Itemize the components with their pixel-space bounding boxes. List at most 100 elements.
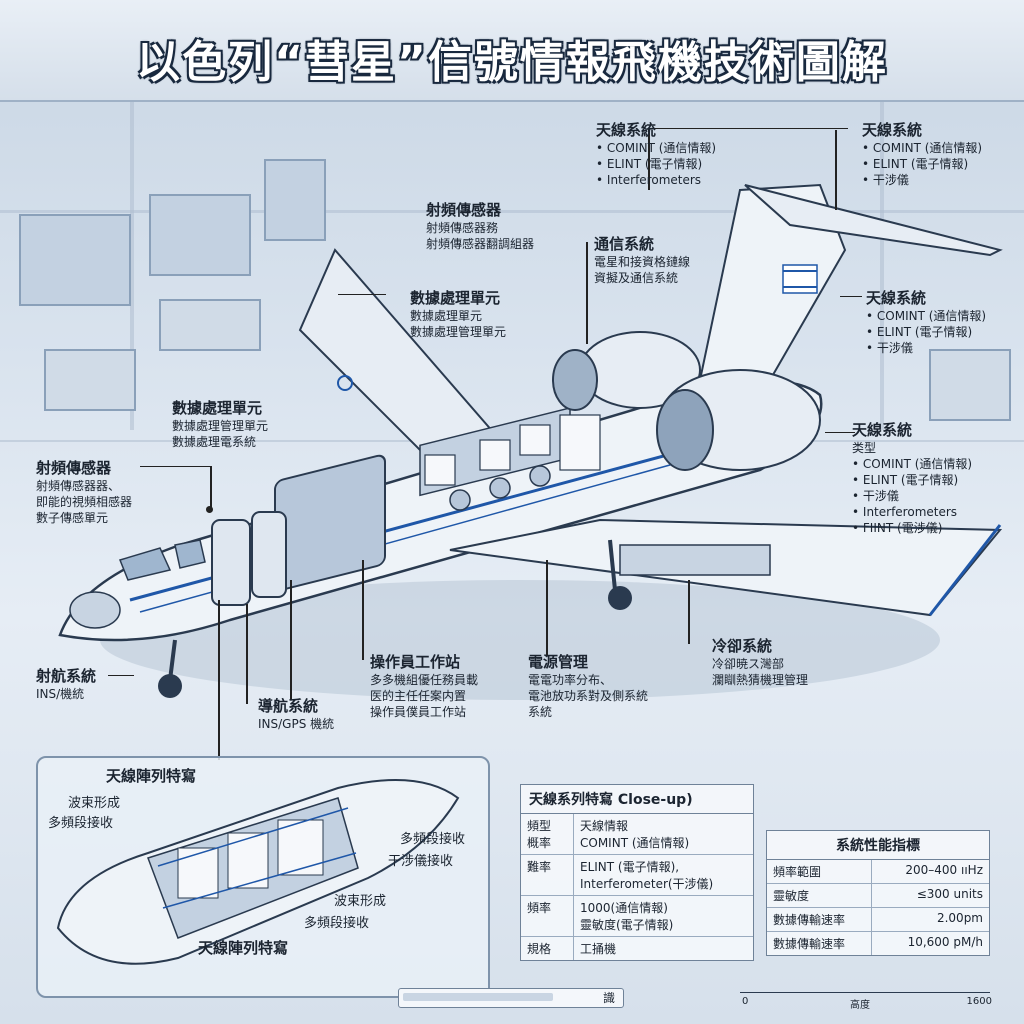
callout-item: 數據處理電系統 bbox=[172, 435, 257, 449]
closeup-fuselage bbox=[56, 779, 460, 965]
status-bar-text: 識 bbox=[602, 991, 615, 1005]
table-value: ≤300 units bbox=[916, 887, 983, 901]
callout-item: COMINT (通信情報) bbox=[852, 456, 972, 472]
callout-item: 即能的視頻相感器 bbox=[36, 495, 133, 509]
inset-title-top-wrap: 天線陣列特寫 bbox=[106, 766, 196, 786]
table-key: 頻型 概率 bbox=[521, 814, 574, 854]
table-key: 靈敏度 bbox=[767, 884, 872, 907]
table-value: 10,600 pM/h bbox=[907, 935, 983, 949]
leader-line bbox=[648, 128, 848, 129]
callout-antenna-right: 天線系統 类型 COMINT (通信情報) ELINT (電子情報) 干涉儀 I… bbox=[852, 420, 972, 536]
inset-label: 干涉儀接收 bbox=[388, 854, 454, 869]
inset-label: 多頻段接收 bbox=[400, 832, 466, 847]
table-value: ELINT (電子情報), Interferometer(干涉儀) bbox=[580, 860, 714, 891]
callout-heading: 天線系統 bbox=[866, 289, 927, 307]
table-value: 工捅機 bbox=[580, 942, 617, 956]
title-band bbox=[0, 0, 1024, 102]
callout-item: 瀾瞓熱猜機理管理 bbox=[712, 673, 809, 687]
callout-cooling: 冷卻系統 冷卻暁ス灣部 瀾瞓熱猜機理管理 bbox=[712, 636, 808, 688]
callout-operator-workstation: 操作員工作站 多多機組優任務員載 医的主任任案内置 操作員僕員工作站 bbox=[370, 652, 478, 720]
altitude-scale: 0 高度 1600 bbox=[740, 992, 992, 1011]
callout-antenna-top-right: 天線系統 COMINT (通信情報) ELINT (電子情報) 干涉儀 bbox=[862, 120, 982, 188]
leader-line bbox=[290, 580, 292, 700]
callout-item: ELINT (電子情報) bbox=[866, 324, 986, 340]
callout-heading: 導航系統 bbox=[258, 697, 319, 715]
antenna-closeup-table: 天線系列特寫 Close-up) 頻型 概率 天線情報 COMINT (通信情報… bbox=[520, 784, 754, 961]
leader-line bbox=[218, 600, 220, 760]
callout-item: 系統 bbox=[528, 705, 553, 719]
inset-label: 多頻段接收 bbox=[48, 816, 114, 831]
leader-line bbox=[108, 675, 134, 676]
leader-line bbox=[140, 466, 212, 467]
callout-rf-sensor-top: 射頻傳感器 射頻傳感器務 射頻傳感器翻調組器 bbox=[426, 200, 534, 252]
leader-line bbox=[586, 242, 588, 344]
page-title: 以色列“彗星”信號情報飛機技術圖解 bbox=[136, 37, 888, 88]
table-key: 規格 bbox=[521, 937, 574, 960]
callout-item: COMINT (通信情報) bbox=[862, 140, 982, 156]
leader-dot bbox=[206, 506, 213, 513]
table-key: 數據傳輸速率 bbox=[767, 908, 872, 931]
callout-heading: 數據處理單元 bbox=[410, 289, 501, 307]
callout-item: 電星和接資格鏈線 bbox=[594, 255, 691, 269]
table-row: 數據傳輸速率 10,600 pM/h bbox=[767, 932, 989, 955]
callout-heading: 射頻傳感器 bbox=[36, 459, 112, 477]
callout-power-management: 電源管理 電電功率分布、 電池放功系對及側系統 系統 bbox=[528, 652, 648, 720]
table-row: 靈敏度 ≤300 units bbox=[767, 884, 989, 908]
table-row: 頻型 概率 天線情報 COMINT (通信情報) bbox=[521, 814, 753, 855]
callout-item: 干涉儀 bbox=[862, 172, 982, 188]
table-value: 200–400 ııHz bbox=[905, 863, 983, 877]
callout-item: 資擬及通信系統 bbox=[594, 271, 679, 285]
callout-item: INS/GPS 機統 bbox=[258, 717, 335, 731]
callout-item: 數據處理管理單元 bbox=[172, 419, 269, 433]
callout-item: COMINT (通信情報) bbox=[596, 140, 716, 156]
callout-item: 射頻傳感器器、 bbox=[36, 479, 121, 493]
table-row: 難率 ELINT (電子情報), Interferometer(干涉儀) bbox=[521, 855, 753, 896]
table-value: 2.00pm bbox=[936, 911, 983, 925]
callout-item: 多多機組優任務員載 bbox=[370, 673, 479, 687]
callout-antenna-mid-right: 天線系統 COMINT (通信情報) ELINT (電子情報) 干涉儀 bbox=[866, 288, 986, 356]
table-title: 系統性能指標 bbox=[767, 831, 989, 860]
callout-data-processing-left: 數據處理單元 數據處理管理單元 數據處理電系統 bbox=[172, 398, 268, 450]
callout-data-processing-upper: 數據處理單元 數據處理單元 數據處理管理單元 bbox=[410, 288, 506, 340]
hangar-equipment bbox=[19, 159, 1011, 421]
leader-line bbox=[546, 560, 548, 656]
callout-heading: 冷卻系統 bbox=[712, 637, 773, 655]
inset-label: 波束形成 bbox=[68, 796, 121, 811]
leader-line bbox=[840, 296, 862, 297]
leader-line bbox=[825, 432, 855, 433]
callout-item: INS/機統 bbox=[36, 687, 85, 701]
table-row: 頻率範圍 200–400 ııHz bbox=[767, 860, 989, 884]
callout-item: Interferometers bbox=[852, 504, 972, 520]
callout-heading: 操作員工作站 bbox=[370, 653, 461, 671]
table-key: 難率 bbox=[521, 855, 574, 895]
callout-item: ELINT (電子情報) bbox=[852, 472, 972, 488]
status-bar-fill bbox=[403, 993, 553, 1001]
leader-line bbox=[688, 580, 690, 644]
callout-item: 電電功率分布、 bbox=[528, 673, 613, 687]
callout-heading: 通信系統 bbox=[594, 235, 655, 253]
inset-title-top: 天線陣列特寫 bbox=[106, 767, 197, 785]
table-key: 頻率 bbox=[521, 896, 574, 936]
callout-item: 干涉儀 bbox=[866, 340, 986, 356]
callout-heading: 天線系統 bbox=[862, 121, 923, 139]
bottom-status-bar: 識 bbox=[398, 988, 624, 1008]
callout-item: ELINT (電子情報) bbox=[862, 156, 982, 172]
table-value: 1000(通信情報) 靈敏度(電子情報) bbox=[580, 901, 674, 932]
scale-max: 1600 bbox=[966, 996, 992, 1007]
table-row: 數據傳輸速率 2.00pm bbox=[767, 908, 989, 932]
callout-item: 射頻傳感器務 bbox=[426, 221, 499, 235]
callout-item: 操作員僕員工作站 bbox=[370, 705, 467, 719]
callout-heading: 射航系統 bbox=[36, 667, 97, 685]
table-row: 規格 工捅機 bbox=[521, 937, 753, 960]
table-key: 頻率範圍 bbox=[767, 860, 872, 883]
callout-heading: 天線系統 bbox=[596, 121, 657, 139]
callout-item: 數據處理單元 bbox=[410, 309, 483, 323]
callout-item: FIINT (電涉儀) bbox=[852, 520, 972, 536]
callout-navigation-left: 射航系統 INS/機統 bbox=[36, 666, 96, 702]
callout-item: COMINT (通信情報) bbox=[866, 308, 986, 324]
callout-comms: 通信系統 電星和接資格鏈線 資擬及通信系統 bbox=[594, 234, 690, 286]
callout-antenna-top-left: 天線系統 COMINT (通信情報) ELINT (電子情報) Interfer… bbox=[596, 120, 716, 188]
inset-title-bottom-wrap: 天線陣列特寫 bbox=[198, 938, 288, 958]
leader-line bbox=[246, 604, 248, 704]
